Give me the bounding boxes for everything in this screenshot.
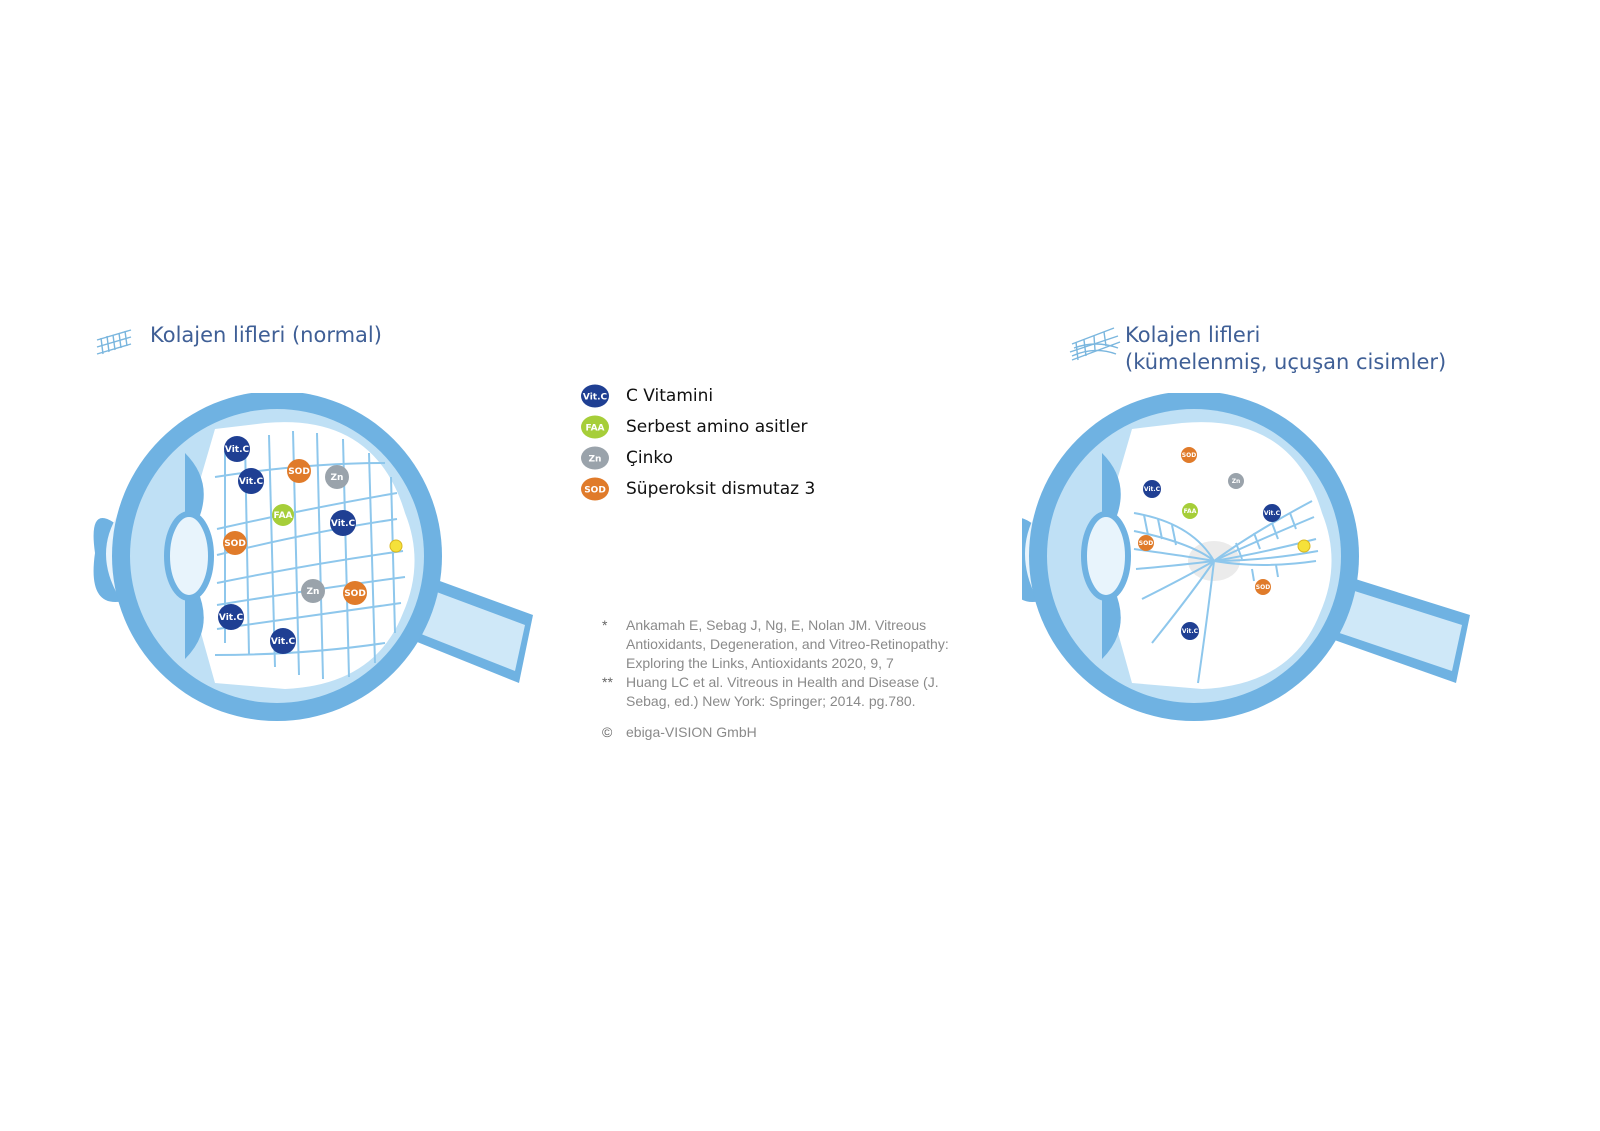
vitamin-c-badge-icon: Vit.C	[581, 384, 609, 407]
legend-label: Çinko	[626, 447, 674, 468]
svg-text:SOD: SOD	[344, 589, 366, 599]
vitc-molecule: Vit.C	[1181, 622, 1199, 640]
legend-item-vitamin-c: Vit.C C Vitamini	[580, 380, 815, 411]
lens-and-ciliary	[164, 453, 214, 659]
svg-text:FAA: FAA	[585, 423, 604, 433]
zn-molecule: Zn	[325, 465, 349, 489]
legend: Vit.C C Vitamini FAA Serbest amino asitl…	[580, 380, 815, 504]
copyright-text: ebiga-VISION GmbH	[626, 724, 757, 740]
title-clumped-line-1: Kolajen lifleri	[1125, 323, 1261, 347]
legend-item-free-amino-acids: FAA Serbest amino asitler	[580, 411, 815, 442]
svg-text:Vit.C: Vit.C	[271, 637, 296, 647]
svg-text:Vit.C: Vit.C	[219, 613, 244, 623]
references: * Ankamah E, Sebag J, Ng, E, Nolan JM. V…	[602, 616, 982, 742]
svg-text:SOD: SOD	[584, 485, 606, 495]
reference-marker: *	[602, 617, 608, 633]
svg-text:FAA: FAA	[1184, 508, 1197, 515]
sod-molecule: SOD	[223, 531, 247, 555]
svg-text:Zn: Zn	[589, 454, 602, 464]
svg-text:Vit.C: Vit.C	[1144, 486, 1161, 493]
svg-text:SOD: SOD	[1182, 452, 1196, 459]
faa-badge-icon: FAA	[581, 415, 609, 438]
collagen-fibers-clumped-icon	[1069, 327, 1121, 361]
svg-text:Vit.C: Vit.C	[331, 519, 356, 529]
sod-molecule: SOD	[1255, 579, 1271, 595]
svg-text:Zn: Zn	[307, 587, 320, 597]
zinc-badge-icon: Zn	[581, 446, 609, 469]
legend-item-superoxide-dismutase: SOD Süperoksit dismutaz 3	[580, 473, 815, 504]
vitc-molecule: Vit.C	[1263, 504, 1281, 522]
title-normal-collagen: Kolajen lifleri (normal)	[150, 323, 382, 347]
clumped-fiber-network	[1133, 500, 1319, 684]
reference-marker: **	[602, 674, 613, 690]
vitc-molecule: Vit.C	[238, 468, 264, 494]
copyright: © ebiga-VISION GmbH	[602, 723, 982, 742]
svg-text:Vit.C: Vit.C	[583, 392, 608, 402]
lens-and-ciliary	[1081, 453, 1131, 659]
legend-label: C Vitamini	[626, 385, 714, 406]
sod-badge-icon: SOD	[581, 477, 609, 500]
svg-text:Vit.C: Vit.C	[1264, 510, 1281, 517]
sod-molecule: SOD	[1181, 447, 1197, 463]
title-clumped-collagen: Kolajen lifleri (kümelenmiş, uçuşan cisi…	[1125, 322, 1446, 376]
svg-text:SOD: SOD	[224, 539, 246, 549]
reference-item: ** Huang LC et al. Vitreous in Health an…	[602, 673, 982, 711]
svg-text:SOD: SOD	[1256, 584, 1270, 591]
eye-diagram-normal: Vit.C Vit.C SOD Zn FAA Vit.C SOD Zn SOD …	[93, 393, 533, 721]
vitc-molecule: Vit.C	[330, 510, 356, 536]
collagen-fibers-normal-icon	[96, 329, 132, 355]
faa-molecule: FAA	[1182, 503, 1198, 519]
svg-text:Vit.C: Vit.C	[225, 445, 250, 455]
vitc-molecule: Vit.C	[270, 628, 296, 654]
copyright-symbol: ©	[602, 724, 613, 740]
vitc-molecule: Vit.C	[218, 604, 244, 630]
svg-text:FAA: FAA	[273, 511, 292, 521]
reference-text: Huang LC et al. Vitreous in Health and D…	[626, 674, 939, 709]
sod-molecule: SOD	[287, 459, 311, 483]
reference-item: * Ankamah E, Sebag J, Ng, E, Nolan JM. V…	[602, 616, 982, 673]
svg-text:Zn: Zn	[331, 473, 344, 483]
legend-label: Süperoksit dismutaz 3	[626, 478, 816, 499]
svg-text:Vit.C: Vit.C	[1182, 628, 1199, 635]
title-clumped-line-2: (kümelenmiş, uçuşan cisimler)	[1125, 350, 1447, 374]
vitc-molecule: Vit.C	[224, 436, 250, 462]
svg-text:Zn: Zn	[1232, 478, 1241, 485]
reference-text: Ankamah E, Sebag J, Ng, E, Nolan JM. Vit…	[626, 617, 949, 671]
macula-dot	[389, 539, 403, 553]
legend-label: Serbest amino asitler	[626, 416, 808, 437]
faa-molecule: FAA	[272, 504, 294, 526]
sod-molecule: SOD	[343, 581, 367, 605]
svg-text:SOD: SOD	[1139, 540, 1153, 547]
vitc-molecule: Vit.C	[1143, 480, 1161, 498]
zn-molecule: Zn	[1228, 473, 1244, 489]
svg-text:Vit.C: Vit.C	[239, 477, 264, 487]
macula-dot	[1297, 539, 1311, 553]
legend-item-zinc: Zn Çinko	[580, 442, 815, 473]
sod-molecule: SOD	[1138, 535, 1154, 551]
zn-molecule: Zn	[301, 579, 325, 603]
eye-diagram-clumped: SOD Vit.C Zn FAA Vit.C SOD SOD Vit.C	[1022, 393, 1470, 721]
svg-text:SOD: SOD	[288, 467, 310, 477]
